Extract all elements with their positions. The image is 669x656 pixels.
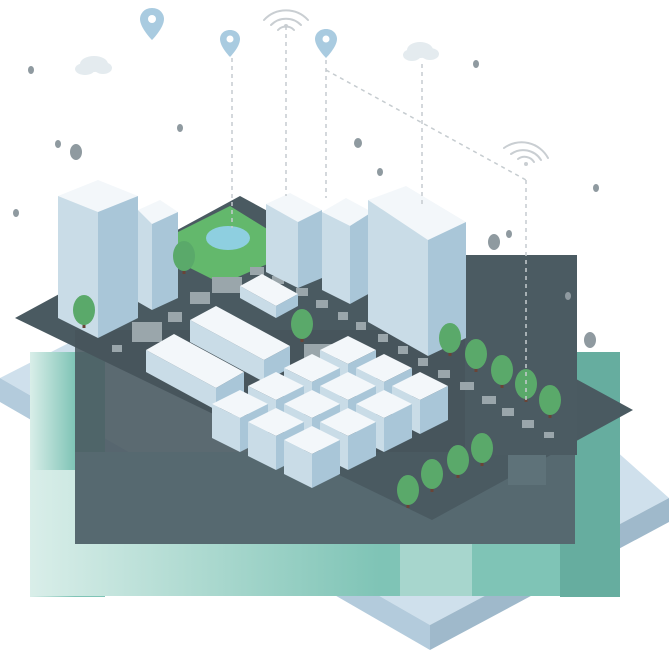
- tree: [471, 433, 493, 466]
- tower-mid-2: [322, 198, 372, 304]
- pond: [206, 226, 250, 250]
- tree: [539, 385, 561, 418]
- wifi-icon: [503, 141, 549, 166]
- tower-left-2: [138, 200, 178, 310]
- cloud-icon: [403, 42, 439, 61]
- tree: [173, 241, 195, 274]
- tree: [397, 475, 419, 508]
- tree: [465, 339, 487, 372]
- park: [178, 206, 272, 284]
- tower-mid: [266, 193, 322, 288]
- low-block-a: [240, 274, 298, 318]
- tree: [73, 295, 95, 328]
- teal-band-gap: [400, 540, 472, 596]
- crosswalk-block: [508, 455, 546, 485]
- cube-grid: [212, 336, 448, 488]
- floating-dots: [13, 60, 599, 348]
- low-block-b: [190, 306, 290, 382]
- building-cube: [284, 426, 340, 488]
- tree: [439, 323, 461, 356]
- tree: [491, 355, 513, 388]
- location-pin-icon: [140, 8, 164, 40]
- location-pin-icon: [220, 30, 240, 57]
- tree: [447, 445, 469, 478]
- tower-left: [58, 180, 138, 338]
- signal-lines: [231, 26, 527, 400]
- location-pin-icon: [315, 29, 337, 58]
- cloud-icon: [75, 56, 112, 75]
- tree-row: [73, 241, 561, 508]
- tree: [291, 309, 313, 342]
- tower-right: [368, 186, 466, 356]
- wifi-icon: [263, 9, 309, 31]
- tree: [421, 459, 443, 492]
